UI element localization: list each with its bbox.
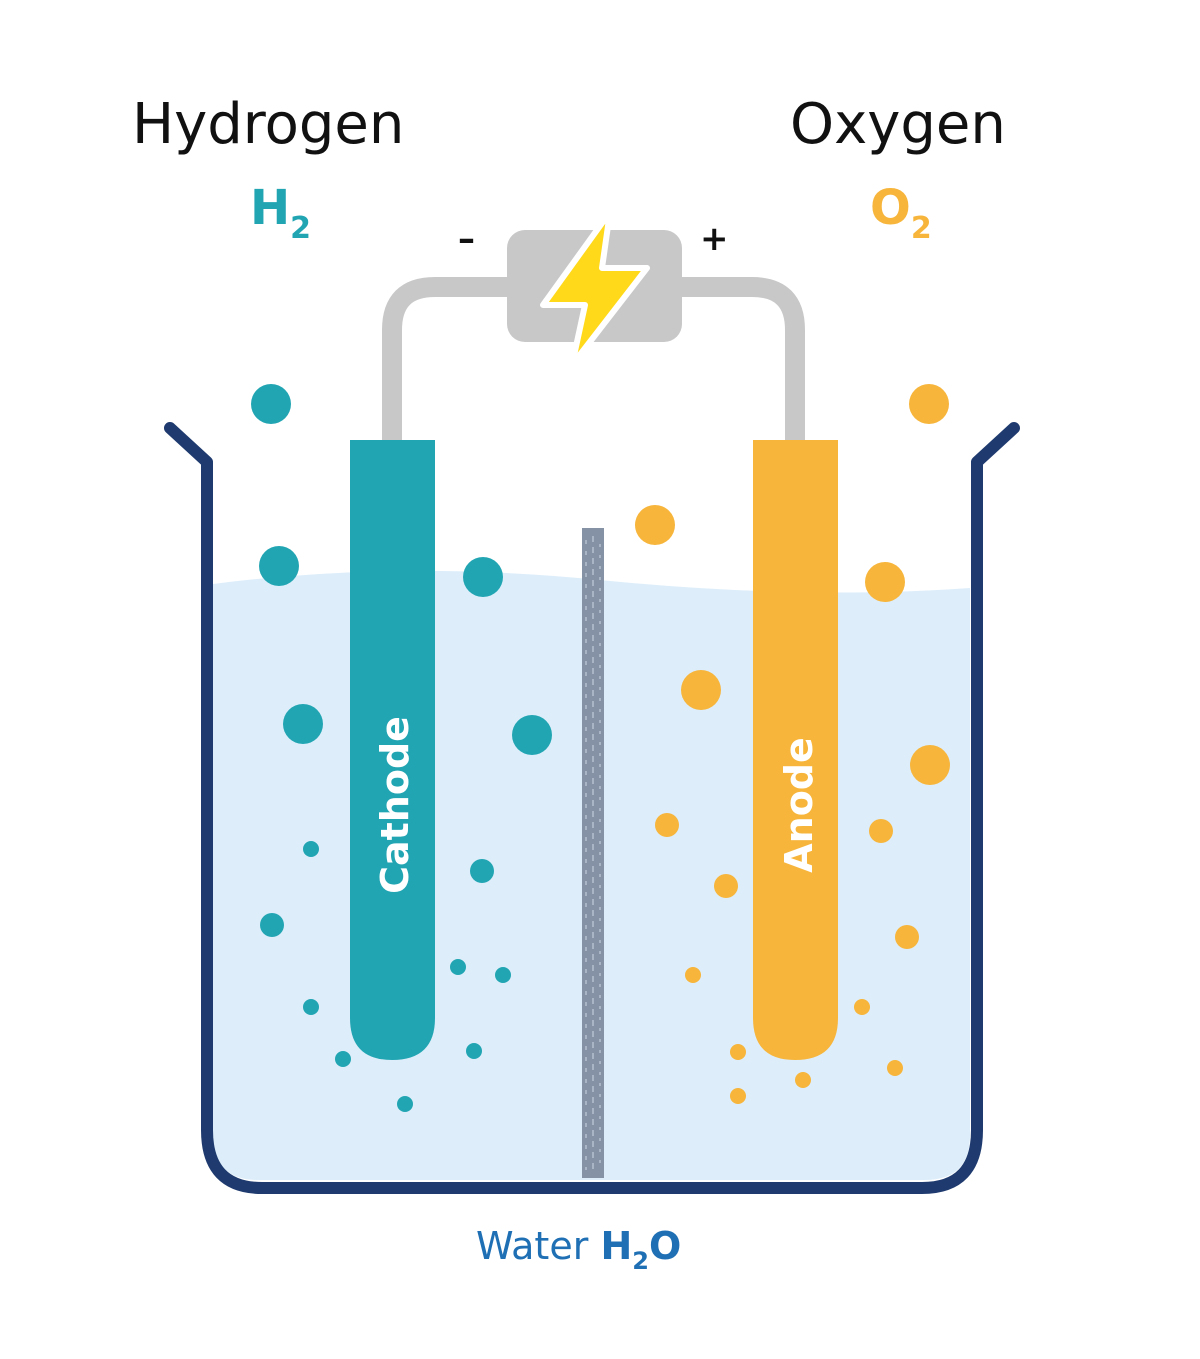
negative-terminal-sign: – bbox=[458, 219, 475, 259]
hydrogen-bubble bbox=[495, 967, 511, 983]
wire-negative bbox=[382, 277, 520, 442]
hydrogen-bubble bbox=[259, 546, 299, 586]
oxygen-bubble bbox=[865, 562, 905, 602]
hydrogen-formula-subscript: 2 bbox=[290, 211, 312, 246]
beaker bbox=[164, 422, 1020, 1194]
water-word: Water bbox=[476, 1224, 589, 1268]
oxygen-bubble bbox=[869, 819, 893, 843]
water-formula-o: O bbox=[648, 1224, 682, 1268]
membrane-texture bbox=[585, 536, 601, 1170]
hydrogen-bubble bbox=[303, 999, 319, 1015]
oxygen-bubble bbox=[655, 813, 679, 837]
oxygen-formula: O2 bbox=[870, 180, 932, 246]
hydrogen-formula-symbol: H bbox=[250, 180, 291, 236]
positive-terminal-sign: + bbox=[700, 219, 729, 259]
oxygen-bubble bbox=[795, 1072, 811, 1088]
cathode-label: Cathode bbox=[373, 716, 417, 894]
hydrogen-formula: H2 bbox=[250, 180, 311, 246]
hydrogen-bubble bbox=[397, 1096, 413, 1112]
oxygen-bubble bbox=[681, 670, 721, 710]
hydrogen-bubble bbox=[283, 704, 323, 744]
oxygen-bubble bbox=[854, 999, 870, 1015]
hydrogen-bubble bbox=[335, 1051, 351, 1067]
water-label: Water H2O bbox=[476, 1224, 681, 1275]
oxygen-title: Oxygen bbox=[790, 92, 1006, 157]
hydrogen-bubble bbox=[466, 1043, 482, 1059]
hydrogen-bubble bbox=[260, 913, 284, 937]
hydrogen-title: Hydrogen bbox=[132, 92, 405, 157]
oxygen-bubble bbox=[887, 1060, 903, 1076]
lightning-bolt-icon bbox=[540, 209, 650, 368]
hydrogen-bubble bbox=[450, 959, 466, 975]
oxygen-bubble bbox=[909, 384, 949, 424]
wire-positive bbox=[672, 277, 805, 442]
oxygen-bubbles bbox=[635, 384, 950, 1104]
oxygen-bubble bbox=[730, 1088, 746, 1104]
cathode-electrode bbox=[350, 440, 435, 1060]
oxygen-formula-symbol: O bbox=[870, 180, 911, 236]
oxygen-bubble bbox=[730, 1044, 746, 1060]
oxygen-bubble bbox=[714, 874, 738, 898]
hydrogen-bubbles bbox=[251, 384, 552, 1112]
oxygen-bubble bbox=[895, 925, 919, 949]
oxygen-bubble bbox=[635, 505, 675, 545]
oxygen-bubble bbox=[685, 967, 701, 983]
membrane-separator bbox=[582, 528, 604, 1178]
hydrogen-bubble bbox=[251, 384, 291, 424]
hydrogen-bubble bbox=[463, 557, 503, 597]
anode-label: Anode bbox=[777, 737, 821, 873]
oxygen-bubble bbox=[910, 745, 950, 785]
hydrogen-bubble bbox=[470, 859, 494, 883]
oxygen-formula-subscript: 2 bbox=[910, 211, 932, 246]
water-formula-h: H bbox=[600, 1224, 633, 1268]
water-formula-subscript: 2 bbox=[632, 1247, 649, 1275]
hydrogen-bubble bbox=[303, 841, 319, 857]
anode-electrode bbox=[753, 440, 838, 1060]
hydrogen-bubble bbox=[512, 715, 552, 755]
